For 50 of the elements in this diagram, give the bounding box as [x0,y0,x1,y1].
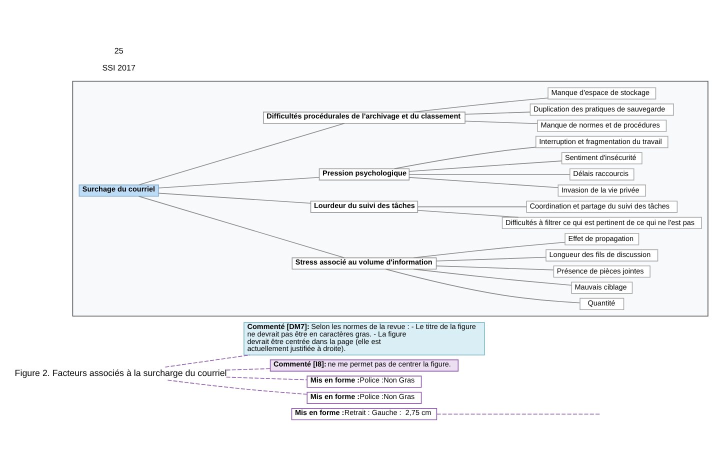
node-box: Délais raccourcis [570,168,634,180]
node-box: Mis en forme :Retrait : Gauche : 2,75 cm [291,408,438,420]
connector [464,111,531,114]
node-box: Surchage du courriel [78,184,159,196]
connector [164,354,250,367]
node-box: Pression psychologique [318,168,410,180]
node-box: Coordination et partage du suivi des tâches [526,200,678,212]
node-box: Mis en forme :Police :Non Gras [306,391,422,404]
node-box: Manque d'espace de stockage [548,86,656,99]
node-box: Commenté [DM7]: Selon les normes de la revue : - Le titre de la figure ne devrait pas être en caractères gras. - La figure devrait être centrée dans la page (elle est actuellement justifiée à droite). [244,322,485,355]
connector [436,413,602,414]
node-box: Lourdeur du suivi des tâches [310,200,418,212]
connector [409,160,562,172]
connector [417,206,527,207]
node-box: Quantité [580,297,624,310]
node-box: Difficultés à filtrer ce qui est pertinent de ce qui ne l'est pas [502,216,702,229]
label: 25 [114,46,124,55]
connector [226,376,308,380]
connector [226,368,270,370]
node-box: Effet de propagation [564,232,640,245]
node-box: Interruption et fragmentation du travail [535,135,668,148]
node-box: Présence de pièces jointes [553,265,650,278]
node-box: Invasion de la vie privée [558,184,646,196]
connector [394,146,536,169]
connector [158,176,320,188]
connector [417,210,519,218]
connector [138,195,345,258]
node-box: Difficultés procédurales de l'archivage et du classement [263,111,466,124]
connector [158,192,311,204]
node-box: Mis en forme :Police :Non Gras [306,375,422,388]
connector [436,265,554,270]
connector [167,379,308,394]
connector [413,97,548,112]
connector [436,256,546,261]
connector [464,120,538,124]
label: SSI 2017 [102,62,136,72]
connector [413,268,572,286]
node-box: Longueur des fils de discussion [546,248,658,261]
connector [385,268,580,303]
connector [138,122,345,185]
node-box: Manque de normes et de procédures [537,119,667,132]
node-box: Mauvais ciblage [571,281,633,294]
node-box: Sentiment d'insécurité [561,152,642,164]
connector [413,241,566,258]
connector [409,176,558,188]
node-text: Figure 2. Facteurs associés à la surcharge du courriel [14,367,227,378]
node-box: Commenté [I8]: ne me permet pas de centrer la figure. [270,358,459,372]
cluster [72,80,708,316]
node-box: Stress associé au volume d'information [292,256,437,270]
node-box: Duplication des pratiques de sauvegarde [530,103,674,116]
